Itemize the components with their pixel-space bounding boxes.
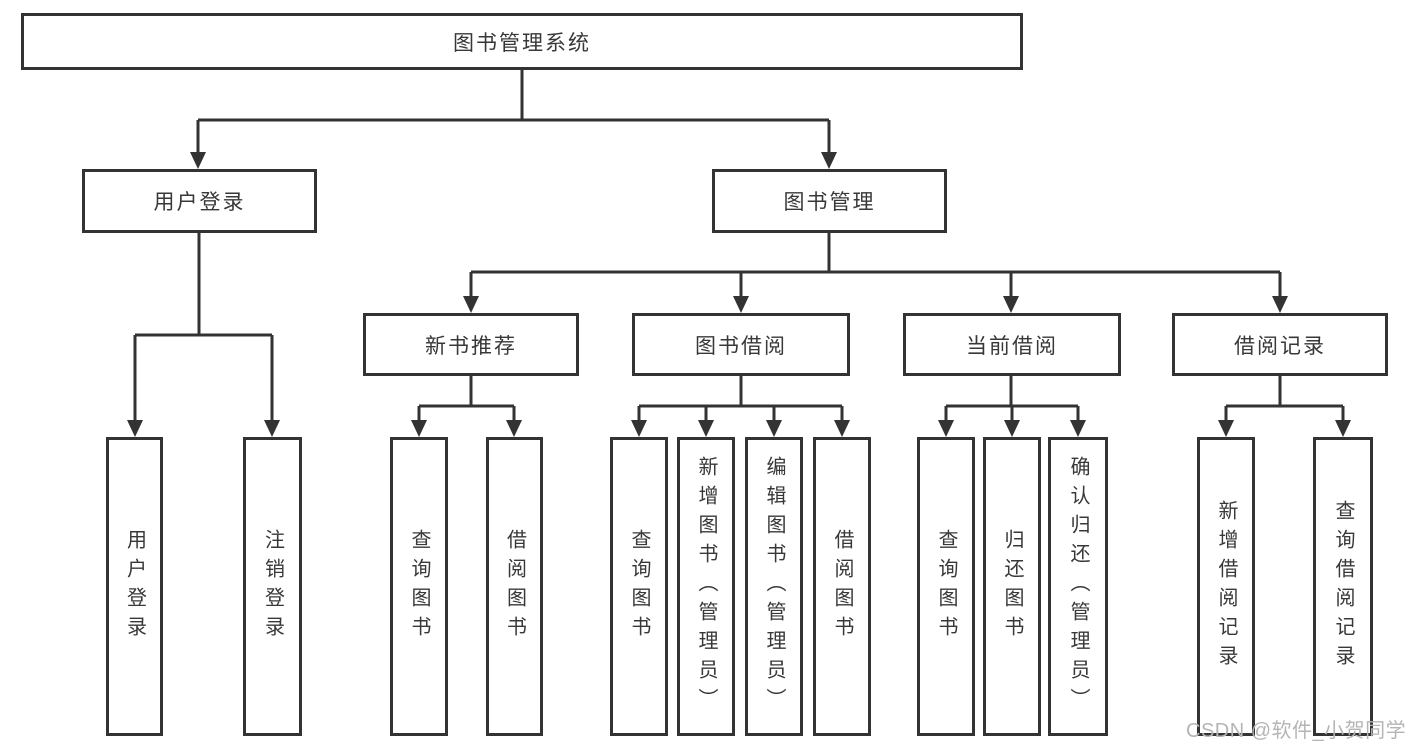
node-label: 查询图书 — [628, 528, 650, 645]
node-label: 新书推荐 — [425, 334, 517, 358]
node-label: 确认归还（管理员） — [1067, 456, 1089, 717]
connector-current-borrow-children — [938, 376, 1086, 437]
node-label: 新增图书（管理员） — [695, 456, 717, 717]
node-label: 查询图书 — [935, 528, 957, 645]
node-label: 当前借阅 — [966, 334, 1058, 358]
connector-book-borrow-children — [631, 376, 850, 437]
leaf-add-book-admin: 新增图书（管理员） — [677, 437, 735, 736]
leaf-add-borrow-record: 新增借阅记录 — [1197, 437, 1255, 736]
node-label: 查询图书 — [408, 528, 430, 645]
connector-borrow-record-children — [1218, 376, 1351, 437]
leaf-confirm-return-admin: 确认归还（管理员） — [1048, 437, 1108, 736]
node-label: 新增借阅记录 — [1215, 499, 1237, 674]
node-label: 借阅图书 — [831, 528, 853, 645]
node-label: 用户登录 — [153, 191, 246, 214]
node-label: 查询借阅记录 — [1332, 499, 1354, 674]
connector-root-to-level2 — [190, 70, 837, 169]
leaf-query-books-recommend: 查询图书 — [390, 437, 448, 736]
node-label: 用户登录 — [123, 528, 146, 645]
node-label: 图书借阅 — [695, 334, 787, 358]
node-current-borrow: 当前借阅 — [903, 313, 1121, 376]
node-book-management: 图书管理 — [712, 169, 947, 233]
node-label: 图书管理系统 — [453, 31, 591, 55]
node-user-login: 用户登录 — [82, 169, 317, 233]
leaf-logout: 注销登录 — [243, 437, 302, 736]
connector-book-mgmt-children — [463, 233, 1288, 313]
node-library-system: 图书管理系统 — [21, 13, 1023, 70]
leaf-borrow-books: 借阅图书 — [813, 437, 871, 736]
node-label: 借阅图书 — [503, 528, 526, 645]
node-label: 编辑图书（管理员） — [763, 456, 785, 717]
node-label: 借阅记录 — [1234, 334, 1326, 358]
leaf-user-login: 用户登录 — [106, 437, 163, 736]
leaf-query-borrow-record: 查询借阅记录 — [1313, 437, 1373, 736]
leaf-borrow-books-recommend: 借阅图书 — [486, 437, 543, 736]
node-book-borrow: 图书借阅 — [632, 313, 850, 376]
leaf-return-book: 归还图书 — [983, 437, 1041, 736]
node-borrow-records: 借阅记录 — [1172, 313, 1388, 376]
node-label: 归还图书 — [1001, 528, 1023, 645]
csdn-watermark: CSDN @软件_小贺同学 — [1186, 720, 1405, 742]
node-new-book-recommend: 新书推荐 — [363, 313, 579, 376]
connector-new-book-children — [411, 376, 522, 437]
leaf-edit-book-admin: 编辑图书（管理员） — [745, 437, 803, 736]
node-label: 注销登录 — [261, 528, 284, 645]
leaf-query-books-current: 查询图书 — [917, 437, 975, 736]
leaf-query-books-borrow: 查询图书 — [610, 437, 668, 736]
node-label: 图书管理 — [783, 191, 876, 214]
connector-user-login-children — [127, 233, 280, 437]
